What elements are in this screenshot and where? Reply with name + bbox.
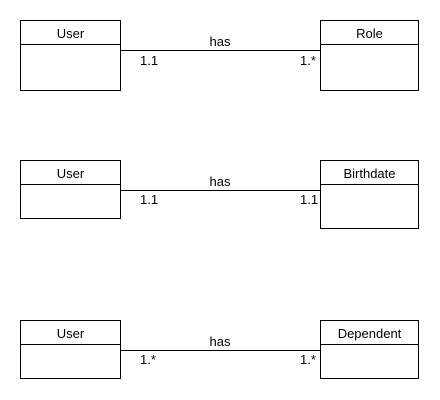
class-name-user: User xyxy=(57,26,85,41)
class-box-user[interactable] xyxy=(20,20,121,91)
left-multiplicity: 1.* xyxy=(140,352,156,367)
class-box-user[interactable] xyxy=(20,160,121,219)
class-name-birthdate: Birthdate xyxy=(343,166,395,181)
association-label: has xyxy=(210,34,231,49)
association-label: has xyxy=(210,334,231,349)
class-name-dependent: Dependent xyxy=(338,326,402,341)
class-name-user: User xyxy=(57,166,85,181)
association-user-birthdate: User Birthdate has 1.1 1.1 xyxy=(20,160,419,229)
class-name-user: User xyxy=(57,326,85,341)
left-multiplicity: 1.1 xyxy=(140,53,158,68)
class-name-role: Role xyxy=(356,26,383,41)
class-box-dependent[interactable] xyxy=(320,320,419,379)
class-box-role[interactable] xyxy=(320,20,419,91)
right-multiplicity: 1.* xyxy=(300,352,316,367)
association-user-role: User Role has 1.1 1.* xyxy=(20,20,419,91)
class-box-birthdate[interactable] xyxy=(320,160,419,229)
class-box-user[interactable] xyxy=(20,320,121,379)
association-user-dependent: User Dependent has 1.* 1.* xyxy=(20,320,419,379)
right-multiplicity: 1.* xyxy=(300,53,316,68)
left-multiplicity: 1.1 xyxy=(140,192,158,207)
right-multiplicity: 1.1 xyxy=(300,192,318,207)
association-label: has xyxy=(210,174,231,189)
